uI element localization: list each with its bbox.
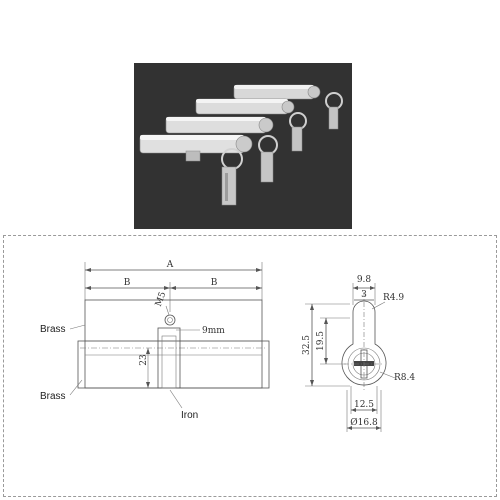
dim-b-right-label: B [211, 278, 218, 288]
bottom-width-label: 12.5 [354, 400, 374, 410]
lock-cylinder [139, 134, 253, 162]
cam-height-label: 23 [139, 354, 149, 366]
top-width-label: 9.8 [357, 275, 372, 285]
brass-label-bottom: Brass [40, 391, 66, 402]
iron-label: Iron [181, 410, 198, 421]
upper-height-label: 19.5 [316, 331, 326, 351]
dim-a-label: A [166, 260, 174, 270]
lock-cylinder [195, 98, 295, 115]
total-height-label: 32.5 [302, 335, 312, 355]
end-view: 9.8 3 R4.9 32.5 19.5 R8.4 [302, 275, 415, 432]
lock-cylinder [165, 116, 274, 134]
top-radius-label: R4.9 [383, 293, 404, 303]
side-view: A B B M5 9mm 23 Brass [40, 260, 270, 421]
screw-hole [164, 314, 176, 326]
key-bunch [221, 92, 343, 206]
bottom-radius-label: R8.4 [394, 373, 415, 383]
product-photo [134, 63, 352, 229]
lock-cylinder [233, 84, 321, 100]
brass-label-top: Brass [40, 324, 66, 335]
technical-drawing-frame [3, 235, 497, 497]
screw-size-label: M5 [154, 290, 169, 308]
dim-b-left-label: B [124, 278, 131, 288]
diameter-label: Ø16.8 [350, 417, 378, 428]
cylinder-profile [341, 300, 387, 386]
cylinder-body [84, 299, 263, 389]
pin-width-label: 9mm [202, 326, 225, 336]
cam-slot [157, 327, 181, 389]
